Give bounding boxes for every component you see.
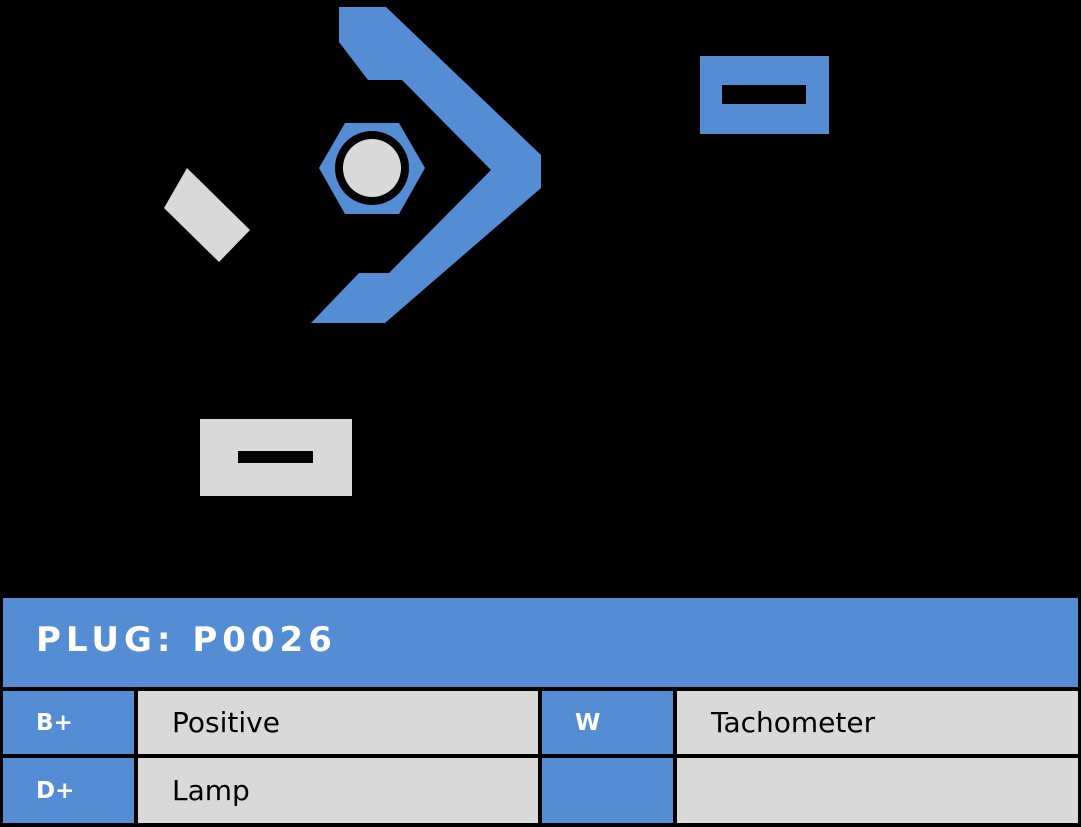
plug-title: PLUG: P0026 xyxy=(36,620,337,660)
pin-code-cell xyxy=(542,758,673,823)
pin-description-cell: Positive xyxy=(138,691,538,754)
stud-icon xyxy=(343,139,401,197)
plug-header: PLUG: P0026 xyxy=(3,598,1078,687)
slot-opening-icon xyxy=(238,451,313,463)
pin-code-cell: B+ xyxy=(3,691,134,754)
angled-tab-terminal-icon xyxy=(164,168,250,262)
pin-code-cell: W xyxy=(542,691,673,754)
alternator-plug-diagram xyxy=(164,7,829,496)
pin-code-cell: D+ xyxy=(3,758,134,823)
pin-description-cell: Tachometer xyxy=(677,691,1078,754)
pin-description-cell xyxy=(677,758,1078,823)
slot-opening-icon xyxy=(722,85,806,104)
pin-description-cell: Lamp xyxy=(138,758,538,823)
bracket-terminal-icon xyxy=(311,7,541,323)
